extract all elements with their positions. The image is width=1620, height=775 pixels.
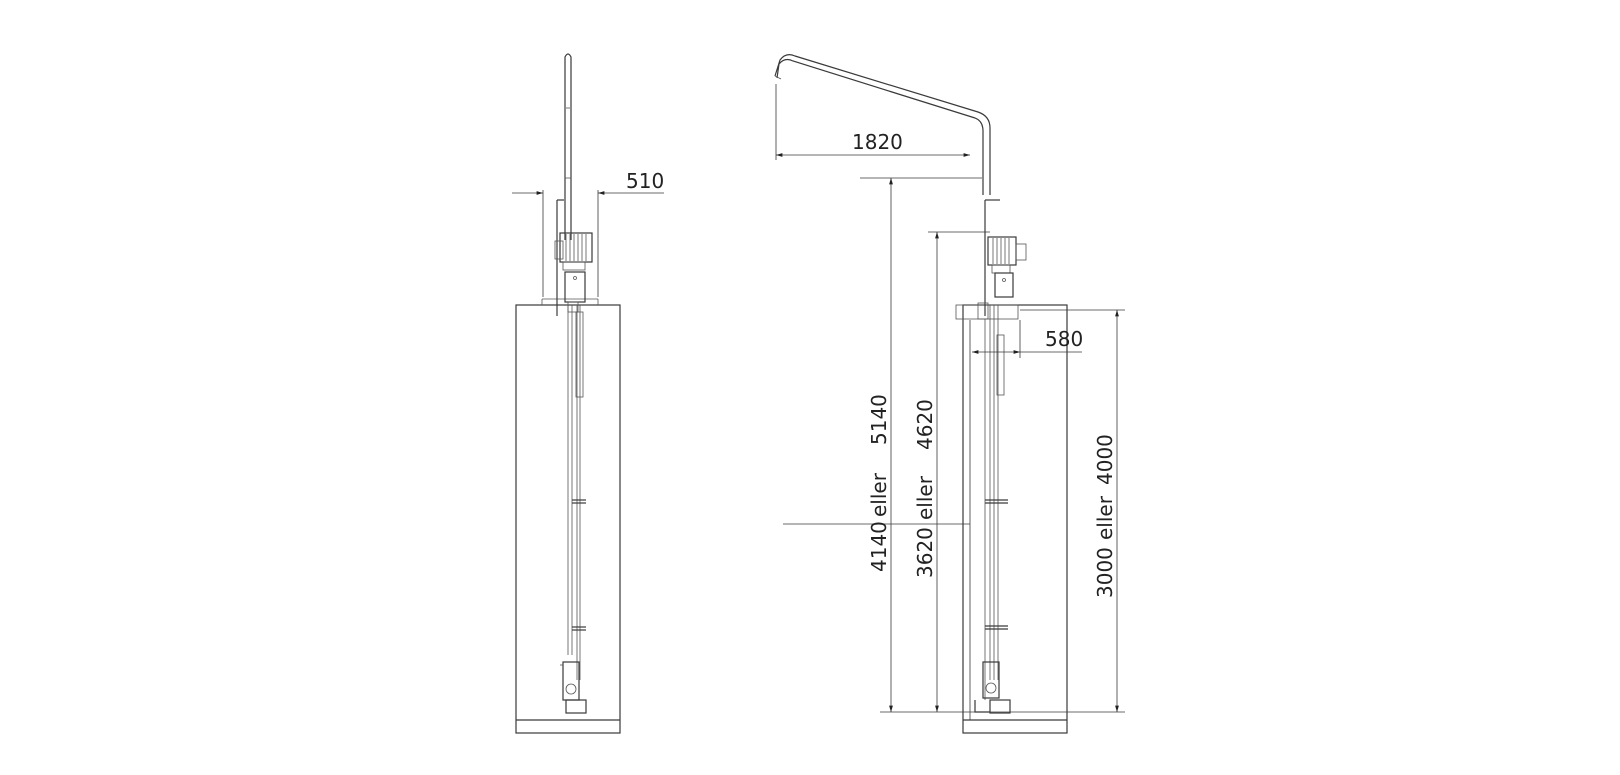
tank-height-a: 3000 — [1093, 547, 1117, 598]
side-width-label: 580 — [1045, 327, 1083, 351]
front-riser-pipe — [564, 53, 572, 240]
dim-5140-4140: 5140 eller 4140 — [867, 178, 893, 712]
dim-510: 510 — [512, 169, 664, 297]
front-pump-foot — [560, 661, 587, 714]
side-view: 1820 5140 eller 4140 4620 eller 3620 300… — [774, 54, 1125, 734]
mid-height-b: 3620 — [913, 527, 937, 578]
dim-4620-3620: 4620 eller 3620 — [913, 232, 939, 712]
front-motor — [554, 199, 593, 316]
side-tank — [962, 304, 1068, 734]
alt-word-b: eller — [913, 475, 937, 520]
dim-580: 580 — [972, 320, 1083, 358]
side-motor — [977, 199, 1027, 320]
dim-3000-4000: 3000 eller 4000 — [1093, 310, 1119, 712]
tank-height-b: 4000 — [1093, 434, 1117, 485]
side-reach-label: 1820 — [852, 130, 903, 154]
alt-word-c: eller — [1093, 495, 1117, 540]
total-height-b: 4140 — [867, 521, 891, 572]
side-pump-foot — [974, 661, 1011, 714]
mid-height-a: 4620 — [913, 399, 937, 450]
front-view: 510 — [512, 53, 664, 734]
alt-word-a: eller — [867, 472, 891, 517]
front-width-label: 510 — [626, 169, 664, 193]
dim-1820: 1820 — [775, 84, 970, 160]
side-boom-pipe — [774, 54, 991, 195]
total-height-a: 5140 — [867, 394, 891, 445]
